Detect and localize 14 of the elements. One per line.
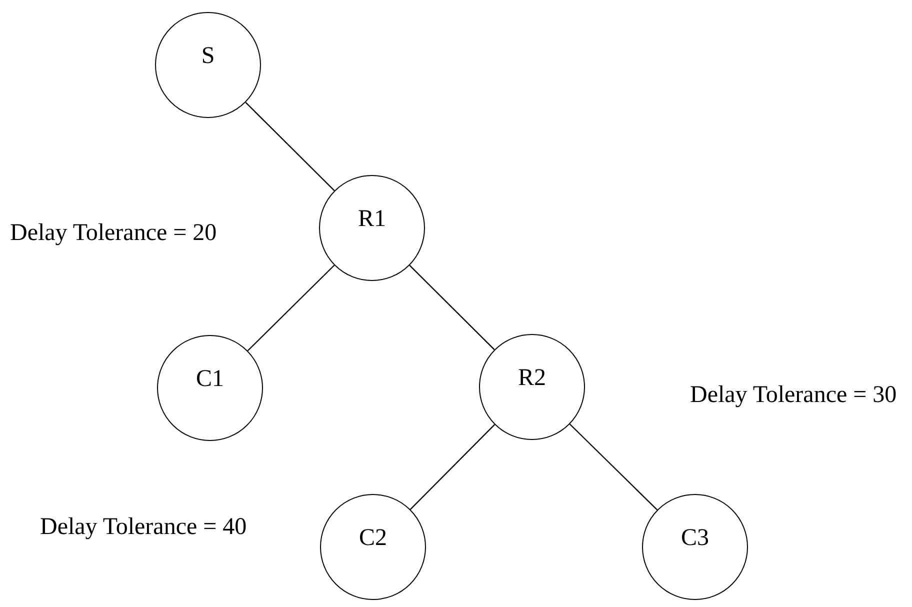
node-label: C3 <box>680 524 709 552</box>
note-text: Delay Tolerance = 40 <box>40 513 248 542</box>
node-label: R1 <box>358 206 386 232</box>
connector-line <box>569 424 658 510</box>
connector-line <box>247 264 335 352</box>
connector-line <box>410 424 496 510</box>
node-label: R2 <box>518 364 546 392</box>
node-label: S <box>201 42 215 70</box>
node-label: C1 <box>196 366 224 392</box>
note-text: Delay Tolerance = 30 <box>690 381 898 410</box>
node-label: C2 <box>358 524 387 552</box>
connector-line <box>245 102 335 192</box>
connector-line <box>409 264 495 350</box>
note-text: Delay Tolerance = 20 <box>10 219 218 248</box>
